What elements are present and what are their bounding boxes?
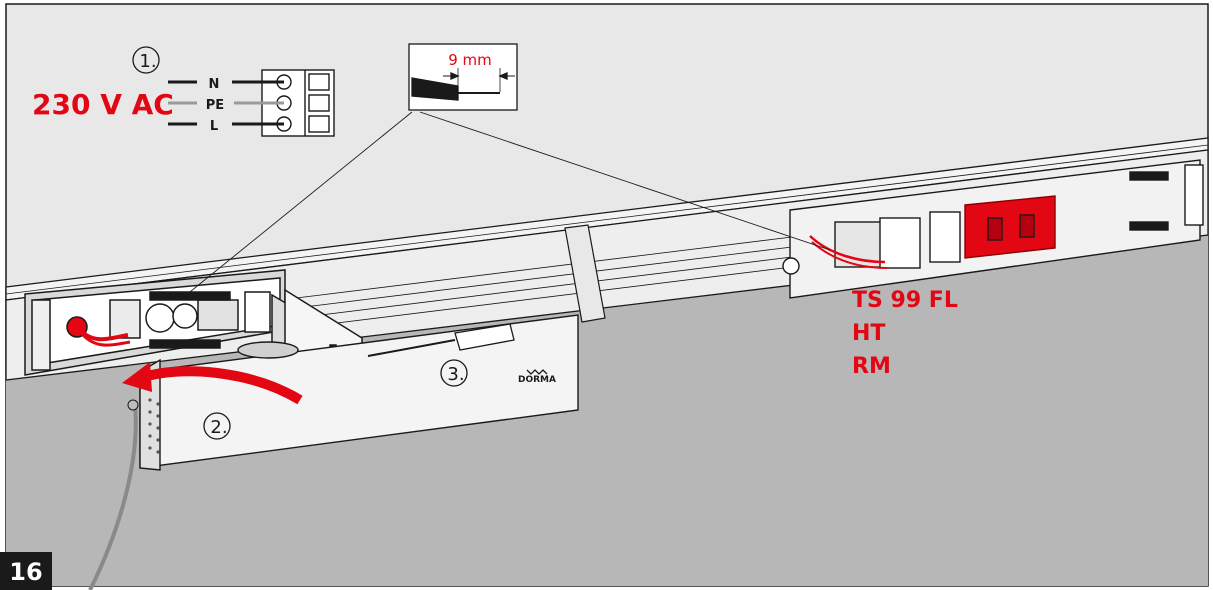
callout-lines (179, 111, 831, 301)
terminal-l-label: L (210, 119, 218, 134)
step3-circle (440, 359, 468, 387)
step1-circle (132, 46, 160, 74)
step2-circle (203, 412, 231, 440)
strip-length-detail (408, 43, 518, 111)
model-line-3: RM (852, 354, 891, 379)
model-line-1: TS 99 FL (852, 288, 958, 313)
cable-gland (127, 399, 139, 411)
brand-mark-icon (526, 369, 548, 375)
step2-label: 2. (210, 417, 227, 438)
page-number-badge (0, 552, 52, 590)
page-number: 16 (9, 558, 42, 586)
step1-label: 1. (139, 51, 156, 72)
insert-arrow-head (122, 362, 152, 392)
step3-label: 3. (447, 364, 464, 385)
model-line-2: HT (852, 321, 885, 346)
terminal-wires (168, 80, 284, 126)
power-cable (88, 404, 138, 590)
voltage-label: 230 V AC (32, 88, 174, 121)
insert-arrow (138, 366, 303, 405)
terminal-n-label: N (209, 77, 220, 92)
screwdriver (367, 323, 515, 357)
left-end-housing (24, 269, 286, 376)
rail-break-marks (564, 224, 606, 323)
terminal-pe-label: PE (206, 98, 224, 113)
strip-length-label: 9 mm (448, 51, 492, 69)
brand-logo: DORMA (518, 375, 556, 385)
right-end-housing (782, 159, 1204, 299)
door-closer-body (139, 314, 579, 471)
